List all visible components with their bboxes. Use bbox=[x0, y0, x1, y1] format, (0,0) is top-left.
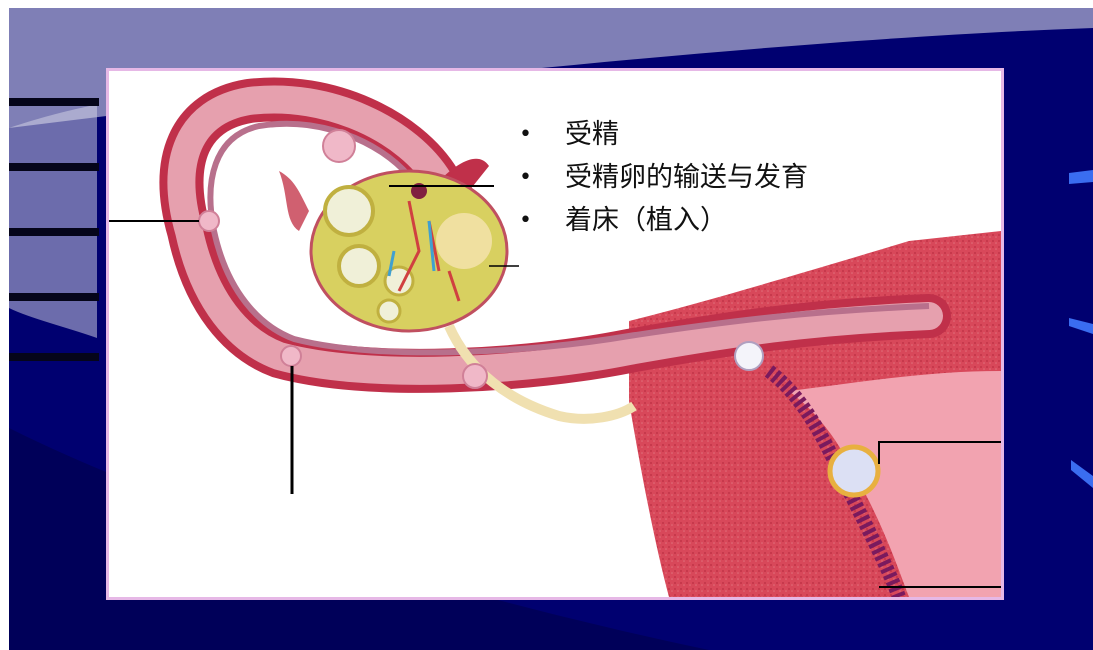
egg-cell bbox=[323, 130, 355, 162]
slide-background: • 受精 • 受精卵的输送与发育 • 着床（植入） bbox=[9, 8, 1093, 650]
bullet-dot-icon: • bbox=[519, 199, 532, 242]
bullet-dot-icon: • bbox=[519, 113, 532, 156]
blastocyst bbox=[735, 342, 763, 370]
decor-blue-accent bbox=[1069, 318, 1093, 334]
implanting-blastocyst bbox=[830, 447, 878, 495]
decor-stripe bbox=[9, 228, 99, 236]
bullet-item: • 受精卵的输送与发育 bbox=[517, 156, 808, 199]
decor-stripe bbox=[9, 293, 99, 301]
follicle bbox=[378, 300, 400, 322]
follicle bbox=[325, 187, 373, 235]
bullet-text: 着床（植入） bbox=[565, 205, 727, 236]
bullet-text: 受精 bbox=[565, 119, 619, 150]
bullet-item: • 着床（植入） bbox=[517, 199, 808, 242]
fimbriae bbox=[279, 171, 309, 231]
decor-blue-accent bbox=[1071, 460, 1093, 488]
decor-stripe bbox=[9, 98, 99, 106]
zygote bbox=[281, 346, 301, 366]
follicle bbox=[339, 246, 379, 286]
decor-stripe bbox=[9, 353, 99, 361]
decor-blue-accent bbox=[1069, 170, 1093, 184]
decor-sweep-left bbox=[9, 103, 97, 338]
morula bbox=[463, 364, 487, 388]
egg-cell bbox=[199, 211, 219, 231]
bullet-list: • 受精 • 受精卵的输送与发育 • 着床（植入） bbox=[517, 113, 808, 242]
decor-stripe bbox=[9, 163, 99, 171]
figure-frame: • 受精 • 受精卵的输送与发育 • 着床（植入） bbox=[106, 68, 1004, 600]
corpus-luteum bbox=[436, 213, 492, 269]
bullet-dot-icon: • bbox=[519, 156, 532, 199]
bullet-item: • 受精 bbox=[517, 113, 808, 156]
bullet-text: 受精卵的输送与发育 bbox=[565, 162, 808, 193]
